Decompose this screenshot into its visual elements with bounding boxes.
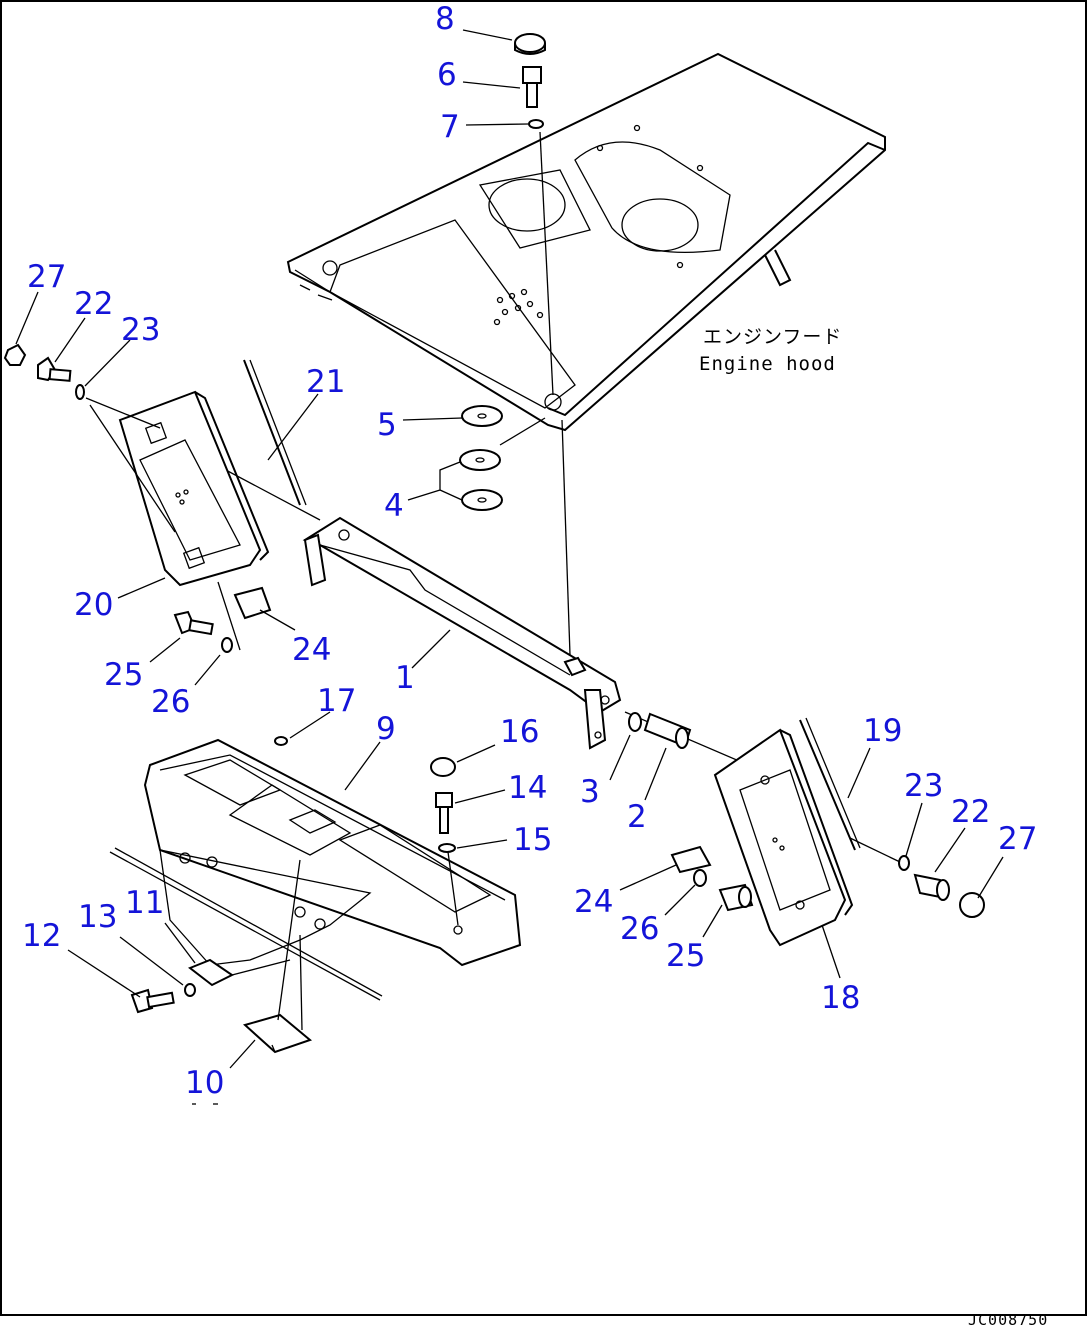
callout-9: 9: [376, 711, 396, 747]
callout-23-right: 23: [904, 768, 943, 804]
plug-part: [430, 757, 456, 777]
callout-1: 1: [395, 660, 415, 696]
callout-25-right: 25: [666, 938, 705, 974]
lower-cover-part: [143, 738, 522, 967]
leader-lines: [15, 29, 1004, 1069]
cover-clip-part: [274, 736, 288, 746]
lower-latch-part: [188, 958, 234, 987]
drawing-code: JC008750: [968, 1311, 1048, 1328]
left-lower-bolt: [173, 610, 214, 636]
left-washer-part: [75, 384, 85, 400]
callout-10: 10: [185, 1065, 224, 1101]
callout-22-right: 22: [951, 794, 990, 830]
lower-rod-line: [109, 851, 381, 1001]
assembly-line: [561, 419, 571, 656]
engine-hood-part: [286, 52, 886, 432]
callout-3: 3: [580, 774, 600, 810]
callout-numbers: 8 6 7 27 22 23 21 5 4 20 24 25 26 1 17 9…: [22, 1, 1037, 1101]
washer-part-3: [628, 712, 642, 732]
lower-plate-part: [242, 1013, 313, 1054]
callout-24-right: 24: [574, 884, 613, 920]
callout-12: 12: [22, 918, 61, 954]
spacer-part: [459, 405, 503, 511]
right-wiper-part: [799, 717, 861, 851]
callout-27-right: 27: [998, 821, 1037, 857]
left-wiper-part: [243, 359, 307, 506]
cap-part: [514, 33, 546, 55]
callout-17: 17: [317, 683, 356, 719]
right-bolt-part: [913, 873, 950, 901]
washer-part-top: [528, 119, 544, 129]
callout-18: 18: [821, 980, 860, 1016]
callout-15: 15: [513, 822, 552, 858]
callout-27-left: 27: [27, 259, 66, 295]
callout-20: 20: [74, 587, 113, 623]
lower-washer-part: [184, 983, 196, 997]
callout-5: 5: [377, 407, 397, 443]
callout-26-left: 26: [151, 684, 190, 720]
callout-6: 6: [437, 57, 457, 93]
hood-bolt-holes: [493, 124, 704, 326]
callout-11: 11: [125, 885, 164, 921]
hood-label-jp: エンジンフード: [703, 326, 842, 348]
callout-21: 21: [306, 364, 345, 400]
callout-23-left: 23: [121, 312, 160, 348]
assembly-line: [539, 131, 554, 396]
callout-13: 13: [78, 899, 117, 935]
right-mirror-part: [713, 728, 854, 947]
left-lower-washer: [221, 637, 233, 653]
left-cap-part: [3, 343, 27, 366]
callout-24-left: 24: [292, 632, 331, 668]
bolt-part-2: [643, 712, 692, 749]
cover-bolt-part: [435, 792, 453, 834]
callout-14: 14: [508, 770, 547, 806]
left-mirror-part: [118, 390, 270, 587]
right-washer-part-23: [898, 855, 910, 871]
callout-2: 2: [627, 799, 647, 835]
bolt-part-top: [522, 66, 542, 108]
callout-22-left: 22: [74, 286, 113, 322]
callout-8: 8: [435, 1, 455, 37]
left-bolt-part: [37, 356, 72, 382]
callout-25-left: 25: [104, 657, 143, 693]
callout-4: 4: [384, 488, 404, 524]
lower-bolt-part: [130, 988, 175, 1014]
callout-7: 7: [440, 109, 460, 145]
right-washer-part: [693, 869, 707, 887]
callout-19: 19: [863, 713, 902, 749]
cover-washer-part: [438, 843, 456, 853]
callout-26-right: 26: [620, 911, 659, 947]
right-clip-part: [670, 845, 712, 874]
main-bracket-part: [302, 516, 622, 750]
right-lower-bolt: [718, 883, 754, 912]
left-clip-part: [233, 586, 272, 620]
callout-16: 16: [500, 714, 539, 750]
right-cap-part: [959, 892, 985, 918]
hood-label-en: Engine hood: [699, 353, 836, 375]
